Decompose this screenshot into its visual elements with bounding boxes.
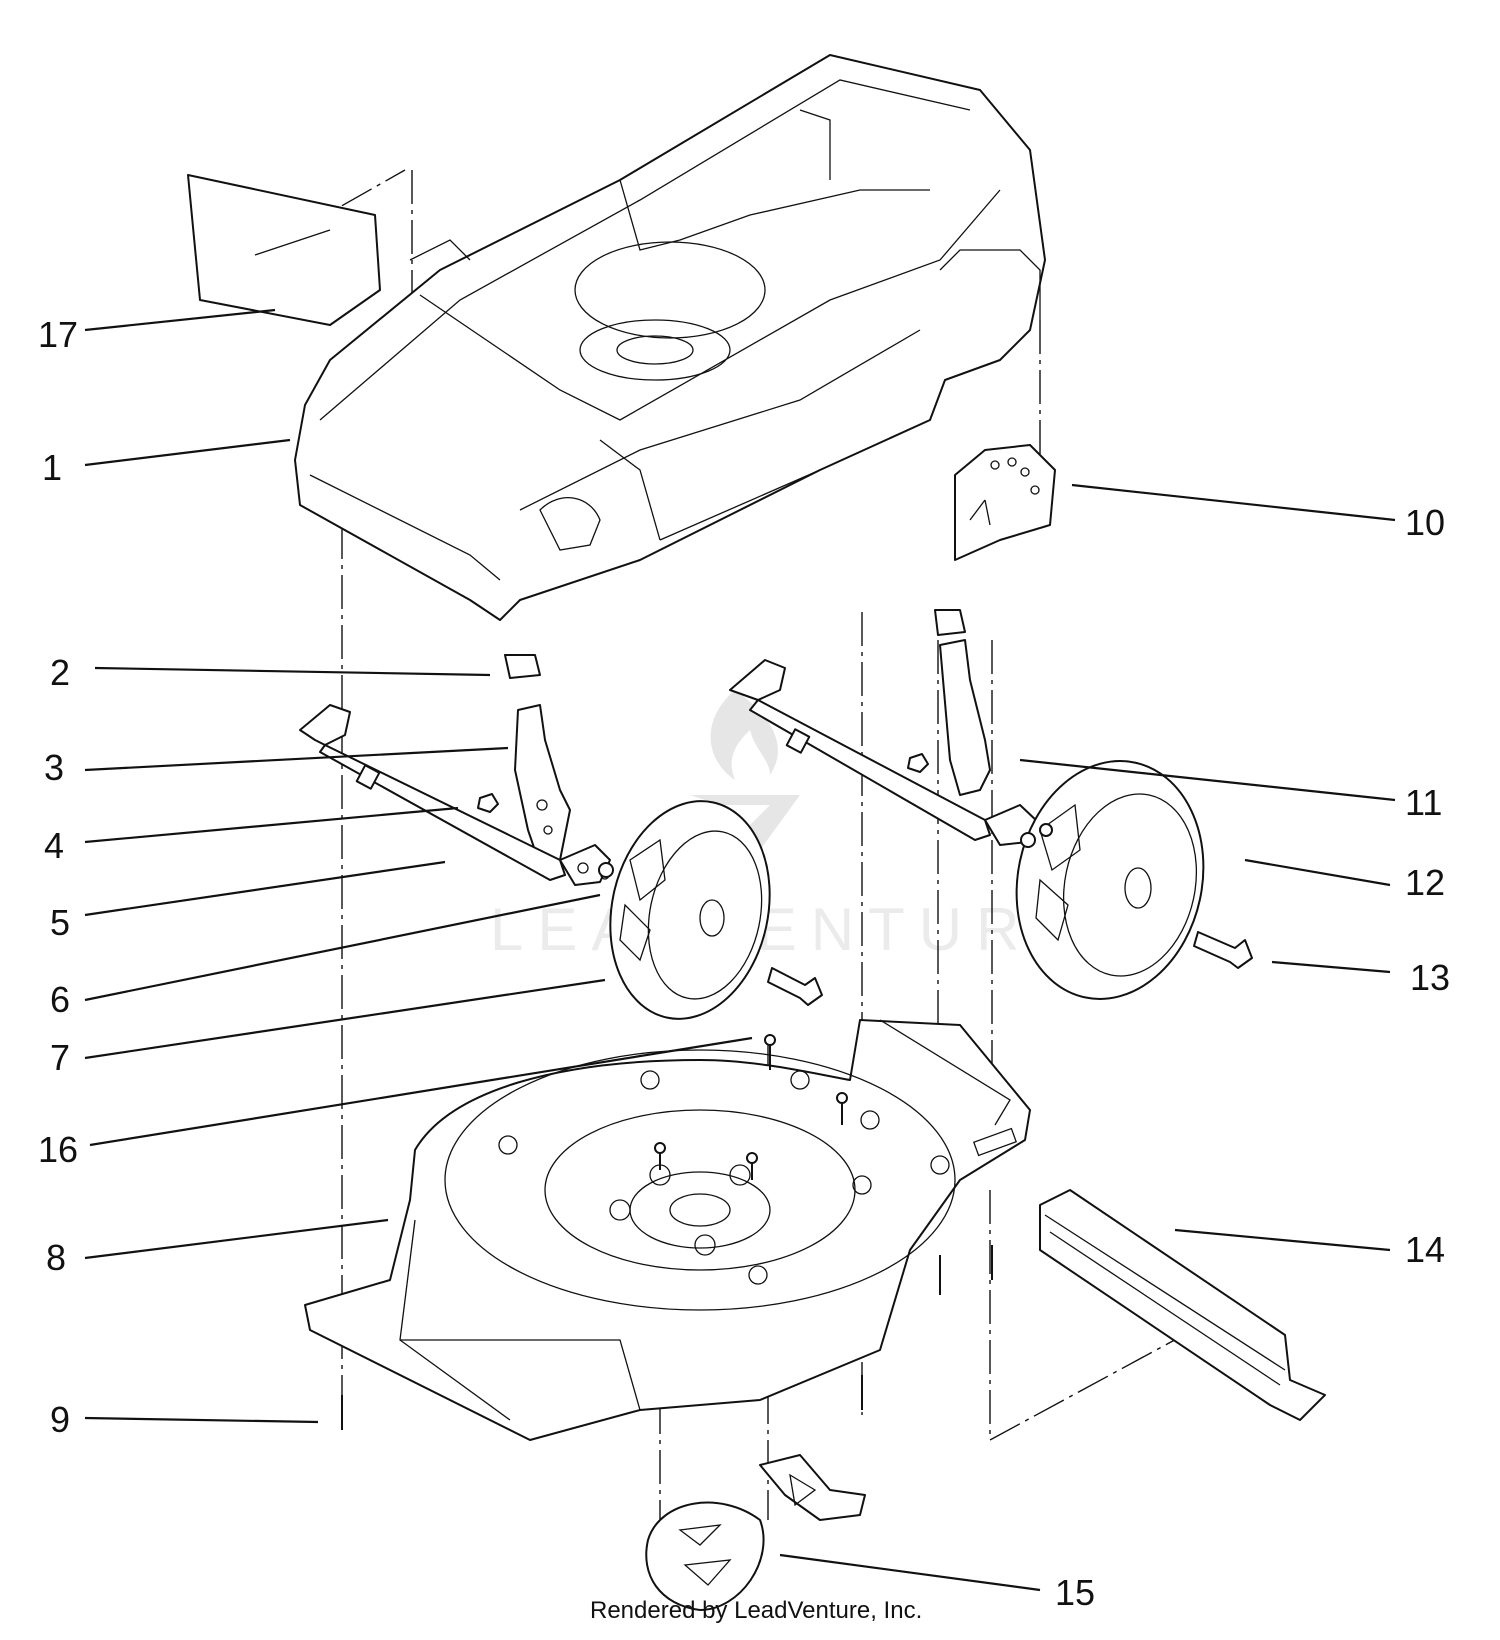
part-12-wheel-right — [1015, 760, 1205, 1000]
part-10-height-plate — [954, 444, 1056, 561]
leader-lines — [84, 308, 1396, 1592]
footer-credit: Rendered by LeadVenture, Inc. — [590, 1597, 922, 1624]
part-2-clip — [504, 654, 541, 679]
callout-17: 17 — [38, 314, 78, 355]
watermark: LEADVENTURE — [490, 690, 1087, 963]
part-1-housing — [294, 54, 1046, 621]
callout-1: 1 — [42, 447, 62, 488]
watermark-v-icon — [690, 795, 800, 850]
callout-15: 15 — [1055, 1572, 1095, 1613]
part-15-trim — [645, 1454, 866, 1611]
watermark-text: LEADVENTURE — [490, 896, 1087, 963]
callout-14: 14 — [1405, 1229, 1445, 1270]
callout-12: 12 — [1405, 862, 1445, 903]
callout-5: 5 — [50, 902, 70, 943]
part-13-bolt-left — [767, 967, 823, 1006]
part-7-wheel-left — [598, 800, 771, 1020]
part-9-bolts — [341, 1245, 993, 1430]
part-13-bolt — [1193, 931, 1253, 969]
part-3-bracket — [514, 704, 571, 866]
callout-2: 2 — [50, 652, 70, 693]
part-8-deck — [304, 1019, 1031, 1441]
watermark-flame-icon — [710, 690, 778, 780]
callout-16: 16 — [38, 1129, 78, 1170]
part-16-screws — [654, 1034, 848, 1180]
callout-10: 10 — [1405, 502, 1445, 543]
callout-9: 9 — [50, 1399, 70, 1440]
callout-numbers: 17 1 2 3 4 5 6 7 16 8 9 10 11 12 13 14 1… — [38, 314, 1450, 1613]
callout-3: 3 — [44, 747, 64, 788]
part-17-decal — [187, 174, 381, 326]
callout-4: 4 — [44, 825, 64, 866]
callout-7: 7 — [50, 1037, 70, 1078]
part-2-clip-right — [934, 609, 966, 636]
part-14-rear-flap — [1039, 1189, 1326, 1421]
callout-6: 6 — [50, 979, 70, 1020]
callout-13: 13 — [1410, 957, 1450, 998]
part-4-5-axle-left — [299, 704, 611, 886]
callout-8: 8 — [46, 1237, 66, 1278]
part-11-axle-right — [729, 639, 1039, 846]
callout-11: 11 — [1405, 782, 1442, 823]
